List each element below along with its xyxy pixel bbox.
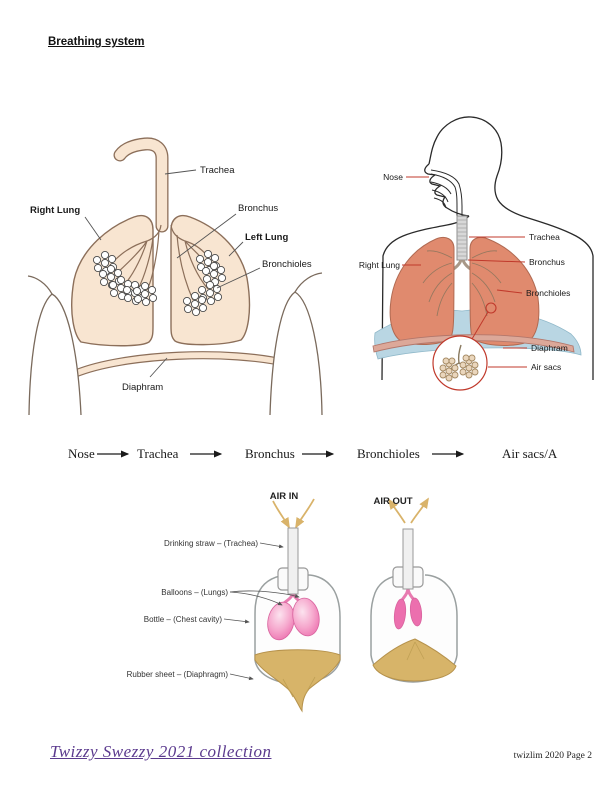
label-bronchus: Bronchus bbox=[238, 203, 278, 214]
label-bronchioles: Bronchioles bbox=[262, 259, 312, 270]
label-straw: Drinking straw – (Trachea) bbox=[164, 539, 258, 548]
label-bronchioles: Bronchioles bbox=[526, 288, 570, 298]
air-out-arrows-icon bbox=[387, 497, 429, 524]
flow-arrows bbox=[97, 450, 465, 458]
diaphragm-band bbox=[74, 351, 289, 378]
alveoli-clusters bbox=[92, 249, 227, 317]
label-right-lung: Right Lung bbox=[30, 205, 80, 216]
breathing-model-illustration: AIR IN AIR OUT Drinking straw – (Trachea… bbox=[127, 491, 458, 713]
label-diaphragm: Diaphram bbox=[122, 382, 163, 393]
label-left-lung: Left Lung bbox=[245, 232, 288, 243]
label-nose: Nose bbox=[383, 172, 403, 182]
balloon-inflated bbox=[292, 597, 320, 637]
flow-step: Nose bbox=[68, 446, 95, 461]
balloon-deflated bbox=[393, 598, 407, 630]
label-air-out: AIR OUT bbox=[373, 496, 412, 507]
flow-step: Bronchioles bbox=[357, 446, 420, 461]
footer-page-number: twizlim 2020 Page 2 bbox=[513, 751, 592, 761]
flow-step: Bronchus bbox=[245, 446, 295, 461]
trachea-tube bbox=[113, 137, 169, 233]
flow-step: Trachea bbox=[137, 446, 179, 461]
label-bottle: Bottle – (Chest cavity) bbox=[144, 615, 223, 624]
air-in-bottle bbox=[254, 498, 341, 713]
diaphragm-band bbox=[372, 334, 575, 353]
rubber-sheet-down bbox=[254, 649, 341, 713]
lungs-salmon bbox=[389, 236, 540, 346]
label-rubber-sheet: Rubber sheet – (Diaphragm) bbox=[127, 670, 229, 679]
body-diagram-illustration: Nose Right Lung Trachea Bronchus Bronchi… bbox=[359, 116, 594, 391]
footer-collection-text: Twizzy Swezzy 2021 collection bbox=[50, 742, 272, 761]
label-right-lung: Right Lung bbox=[359, 260, 400, 270]
leader-lines bbox=[84, 169, 261, 378]
leader-lines bbox=[223, 542, 300, 681]
label-balloons: Balloons – (Lungs) bbox=[161, 588, 228, 597]
rubber-sheet-up bbox=[372, 638, 457, 682]
lung-diagram-illustration: Trachea Right Lung Bronchus Left Lung Br… bbox=[27, 137, 323, 415]
chest-wall-outline bbox=[28, 291, 323, 415]
label-diaphragm: Diaphram bbox=[531, 343, 568, 353]
flow-step: Air sacs/A bbox=[502, 446, 558, 461]
airway-passage bbox=[430, 169, 463, 228]
label-trachea: Trachea bbox=[200, 165, 235, 176]
page-title: Breathing system bbox=[48, 36, 145, 48]
air-in-arrows-icon bbox=[272, 498, 315, 529]
straw bbox=[402, 528, 414, 590]
balloon-inflated bbox=[267, 601, 295, 641]
label-trachea: Trachea bbox=[529, 232, 560, 242]
balloon-deflated bbox=[409, 597, 423, 627]
air-out-bottle bbox=[370, 497, 458, 683]
straw bbox=[287, 527, 299, 595]
label-bronchus: Bronchus bbox=[529, 257, 565, 267]
air-sacs-magnifier bbox=[432, 302, 497, 391]
leader-lines bbox=[402, 176, 527, 368]
body-side-lines bbox=[27, 272, 323, 295]
label-air-sacs: Air sacs bbox=[531, 362, 561, 372]
label-air-in: AIR IN bbox=[270, 491, 299, 502]
